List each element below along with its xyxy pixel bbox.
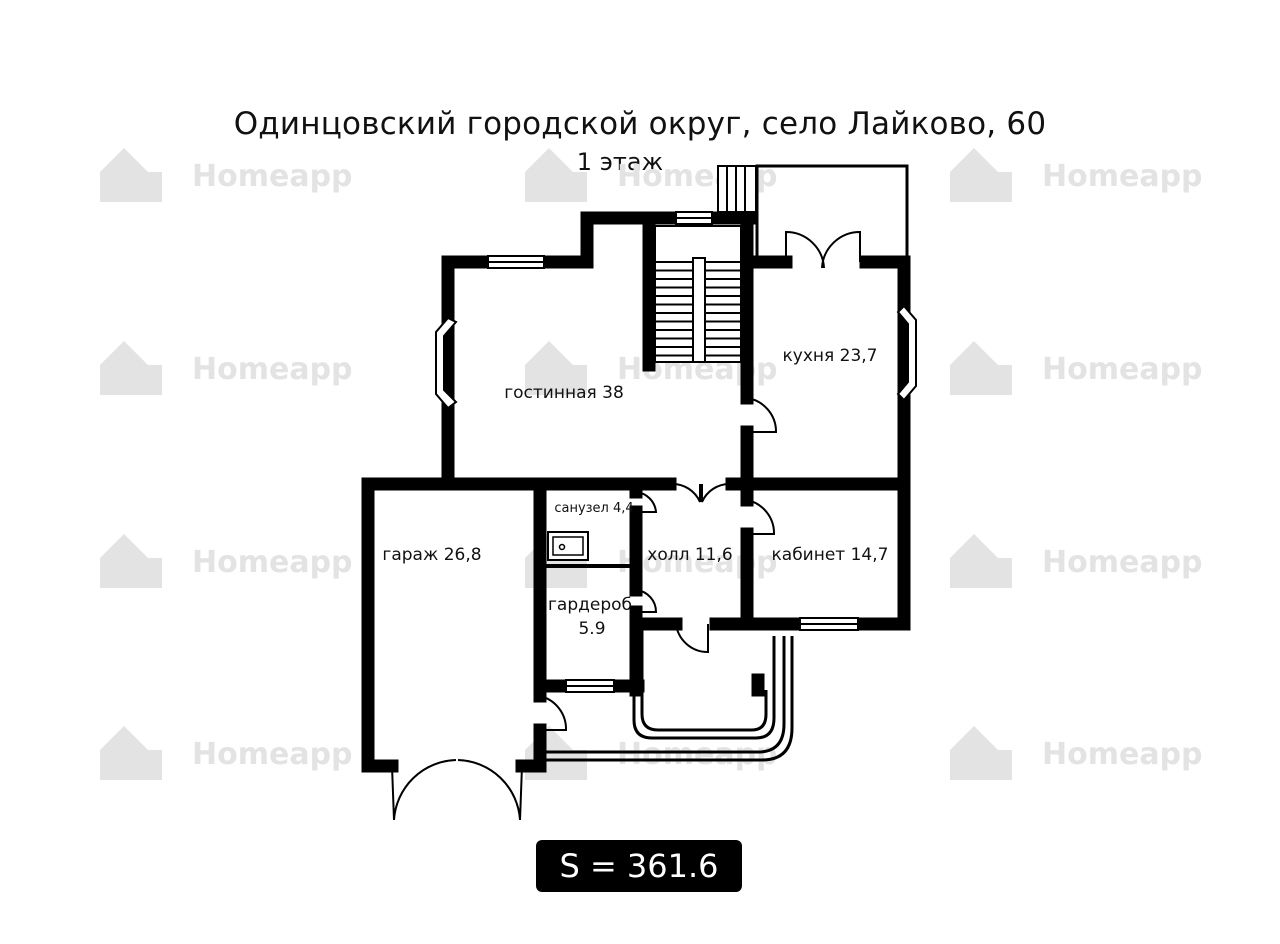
watermark-tile: Homeapp (950, 148, 1203, 202)
room-label-hall: холл 11,6 (647, 545, 732, 565)
watermark-brand: Homeapp (192, 545, 353, 580)
porch-steps (717, 165, 757, 213)
house-icon (525, 341, 587, 395)
watermark-tile: Homeapp (950, 341, 1203, 395)
house-icon (100, 534, 162, 588)
windows (435, 211, 917, 693)
watermark-brand: Homeapp (192, 737, 353, 772)
doors (391, 230, 861, 821)
room-label-kitchen: кухня 23,7 (783, 346, 878, 366)
total-area-badge: S = 361.6 м2 (536, 840, 742, 937)
watermark-brand: Homeapp (192, 159, 353, 194)
house-icon (950, 726, 1012, 780)
watermark-tile: Homeapp (950, 534, 1203, 588)
room-label-bathroom: санузел 4,4 (554, 501, 633, 516)
watermark-brand: Homeapp (1042, 737, 1203, 772)
house-icon (950, 341, 1012, 395)
watermark-brand: Homeapp (617, 737, 778, 772)
plan-title: Одинцовский городской округ, село Лайков… (233, 106, 1047, 142)
watermark-brand: Homeapp (1042, 545, 1203, 580)
watermark-tile: Homeapp (100, 341, 353, 395)
room-label-wardrobe-area: 5.9 (578, 619, 605, 639)
watermark-brand: Homeapp (1042, 352, 1203, 387)
floor-label: 1 этаж (576, 148, 664, 176)
room-label-office: кабинет 14,7 (772, 545, 889, 565)
house-icon (100, 148, 162, 202)
staircase (654, 225, 742, 363)
watermark-tile: Homeapp (950, 726, 1203, 780)
house-icon (100, 726, 162, 780)
room-label-living: гостинная 38 (504, 383, 624, 403)
watermark-tile: Homeapp (100, 148, 353, 202)
house-icon (950, 534, 1012, 588)
watermark-tile: Homeapp (525, 148, 778, 202)
room-label-garage: гараж 26,8 (382, 545, 481, 565)
room-label-wardrobe: гардероб (548, 595, 632, 615)
house-icon (100, 341, 162, 395)
watermark-tile: Homeapp (100, 534, 353, 588)
watermark-brand: Homeapp (1042, 159, 1203, 194)
house-icon (525, 148, 587, 202)
shower-tray (547, 531, 589, 561)
walls (361, 211, 911, 773)
watermark-tile: Homeapp (100, 726, 353, 780)
watermark-brand: Homeapp (192, 352, 353, 387)
house-icon (950, 148, 1012, 202)
